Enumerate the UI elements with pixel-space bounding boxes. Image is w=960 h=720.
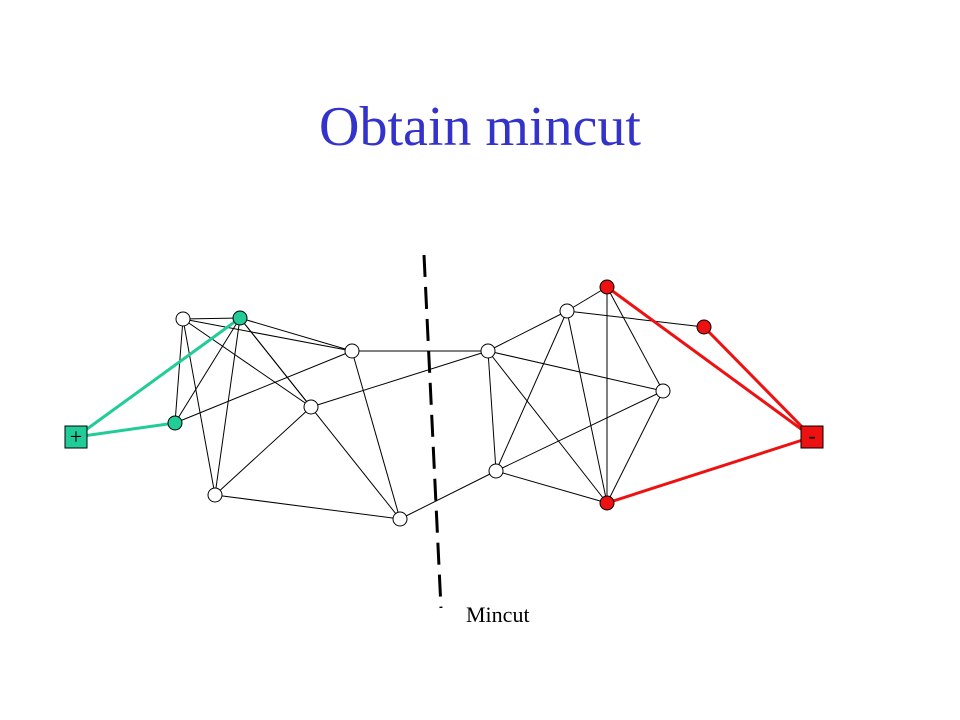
graph-edge	[487, 310, 568, 352]
graph-edge	[351, 350, 401, 520]
graph-edge	[182, 318, 353, 352]
mincut-line	[422, 254, 443, 609]
graph-node	[303, 399, 319, 415]
graph-edge	[399, 470, 497, 520]
source-edge	[75, 316, 241, 439]
source-node	[232, 310, 248, 326]
source-nodes	[167, 310, 248, 431]
graph-edge	[214, 494, 401, 520]
graph-node	[655, 383, 671, 399]
graph-edge	[566, 310, 705, 328]
graph-edge	[495, 310, 568, 472]
neutral-nodes	[175, 303, 671, 527]
graph-edge	[606, 286, 664, 392]
graph-edge	[487, 350, 608, 504]
graph-edge	[174, 350, 353, 424]
graph-node	[480, 343, 496, 359]
sink-terminal	[800, 425, 824, 449]
sink-node	[599, 495, 615, 511]
graph-edge	[566, 286, 608, 312]
graph-node	[559, 303, 575, 319]
graph-edge	[239, 317, 353, 352]
sink-edge	[702, 325, 814, 439]
source-terminal-label: +	[69, 424, 83, 449]
sink-terminal-label: -	[808, 423, 816, 448]
graph-edge	[487, 350, 664, 392]
graph-edge	[182, 318, 312, 408]
sink-edge	[606, 285, 813, 439]
graph-edge	[487, 350, 497, 472]
graph-edge	[174, 317, 241, 424]
source-edges	[75, 316, 241, 439]
graph-edge	[214, 317, 241, 496]
slide-title: Obtain mincut	[319, 96, 641, 158]
graph-edge	[182, 317, 241, 320]
graph-edge	[214, 406, 312, 496]
graph-edge	[566, 310, 608, 504]
graph-node	[488, 463, 504, 479]
graph-edge	[495, 390, 664, 472]
sink-node	[696, 319, 712, 335]
graph-edges	[174, 286, 705, 520]
graph-node	[207, 487, 223, 503]
sink-edge	[606, 435, 813, 505]
graph-node	[175, 311, 191, 327]
graph-edge	[239, 317, 401, 520]
graph-edge	[174, 318, 184, 424]
sink-node	[599, 279, 615, 295]
graph-node	[344, 343, 360, 359]
source-edge	[75, 421, 176, 439]
mincut-label: Mincut	[466, 602, 530, 627]
graph-edge	[495, 470, 608, 504]
source-node	[167, 415, 183, 431]
graph-edge	[606, 390, 664, 504]
sink-edges	[606, 285, 814, 505]
sink-nodes	[599, 279, 712, 511]
graph-edge	[310, 350, 489, 408]
source-terminal	[64, 425, 88, 449]
graph-edge	[182, 318, 216, 496]
graph-node	[392, 511, 408, 527]
